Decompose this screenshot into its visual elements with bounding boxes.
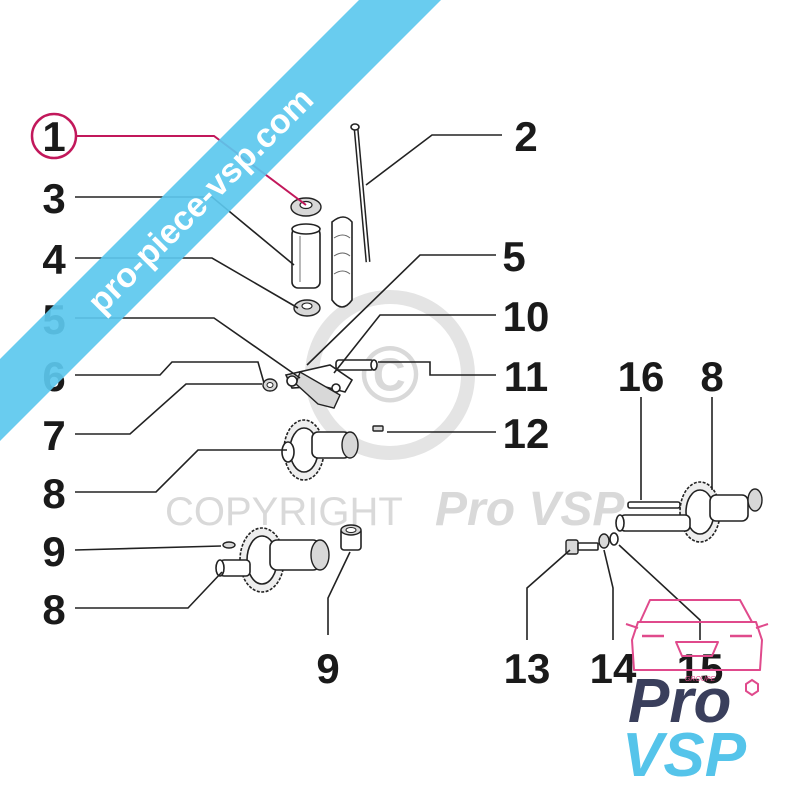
bolt-13 xyxy=(565,539,599,555)
leader-6 xyxy=(75,361,265,384)
svg-text:©: © xyxy=(361,330,420,419)
leader-15 xyxy=(618,544,701,640)
leader-14 xyxy=(603,549,614,640)
leader-8-upper xyxy=(75,449,287,493)
callout-3: 3 xyxy=(42,175,65,222)
callout-15: 15 xyxy=(677,645,724,692)
callout-5-right: 5 xyxy=(502,233,525,280)
washer-6 xyxy=(262,378,278,392)
callout-8-lower: 8 xyxy=(42,586,65,633)
callout-10: 10 xyxy=(503,293,550,340)
callout-4: 4 xyxy=(42,236,66,283)
highlight-circle xyxy=(30,112,78,160)
nut-top xyxy=(290,197,322,217)
leader-1 xyxy=(75,135,307,206)
leader-9-pin xyxy=(74,545,222,551)
callout-1: 1 xyxy=(42,113,65,160)
leader-5-right xyxy=(306,254,496,366)
callout-12: 12 xyxy=(503,410,550,457)
leader-9-bushing xyxy=(327,551,351,635)
callout-9-bushing: 9 xyxy=(316,645,339,692)
washers-14-15 xyxy=(598,532,619,549)
leader-8-lower xyxy=(75,571,223,609)
leader-13 xyxy=(526,549,571,640)
nut-lower xyxy=(293,299,321,317)
logo-pro: Pro xyxy=(628,667,731,736)
site-banner-text: pro-piece-vsp.com xyxy=(80,80,321,321)
brand-watermark: Pro VSP xyxy=(435,483,625,536)
callout-11: 11 xyxy=(504,353,548,400)
callout-16: 16 xyxy=(618,353,665,400)
callout-14: 14 xyxy=(590,645,637,692)
copyright-watermark: COPYRIGHT xyxy=(165,490,403,534)
logo-small-text: GROUPE xyxy=(685,676,716,683)
key-12 xyxy=(372,425,384,432)
camshaft-gear-right xyxy=(615,481,763,543)
leader-7 xyxy=(75,383,262,435)
callout-8-right: 8 xyxy=(700,353,723,400)
rod-16 xyxy=(627,501,681,509)
push-rod xyxy=(350,123,371,263)
callout-2: 2 xyxy=(514,113,537,160)
car-outline-icon xyxy=(625,599,769,671)
pin-9 xyxy=(222,541,236,549)
tappet-sleeve xyxy=(291,223,321,289)
camshaft-gear-lower xyxy=(215,527,330,593)
logo-hex-icon xyxy=(745,678,759,697)
callout-8-upper: 8 xyxy=(42,470,65,517)
rocker-arms xyxy=(284,364,354,409)
camshaft-gear-upper xyxy=(281,419,359,481)
rocker-shaft xyxy=(335,359,378,371)
leader-10 xyxy=(333,314,496,374)
leader-11 xyxy=(378,361,496,376)
callout-13: 13 xyxy=(504,645,551,692)
callout-9-pin: 9 xyxy=(42,528,65,575)
bushing-9 xyxy=(340,524,362,551)
callout-7: 7 xyxy=(42,412,65,459)
logo-vsp: VSP xyxy=(622,721,747,790)
rubber-boot xyxy=(331,216,353,308)
leader-2 xyxy=(365,134,502,186)
brand-logo: GROUPE Pro VSP xyxy=(622,599,769,790)
